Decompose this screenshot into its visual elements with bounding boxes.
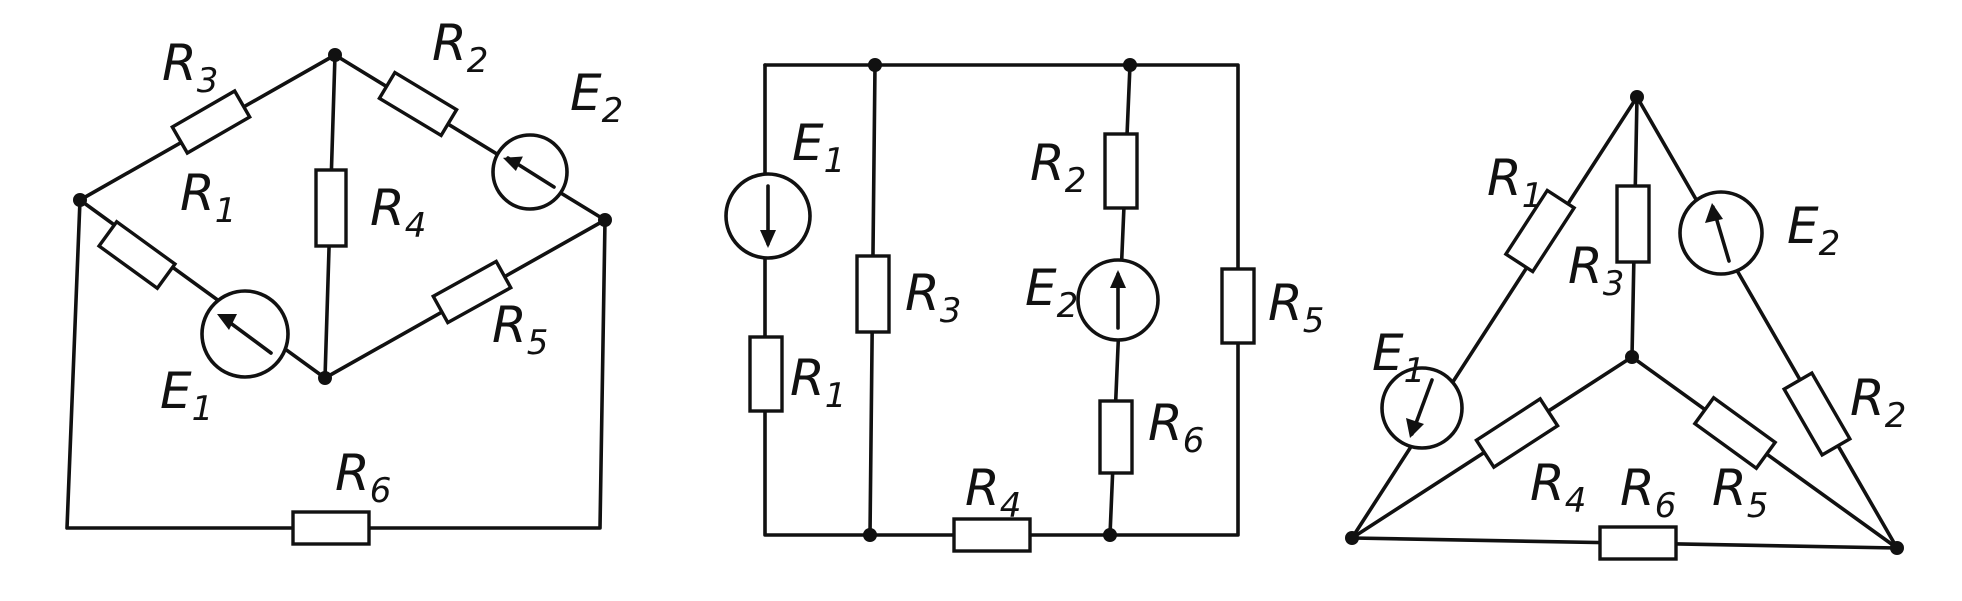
c1-label-e1: E1 <box>160 362 213 429</box>
c3-wire-r1-e1-branch <box>1350 95 1639 540</box>
c3-label-e1: E1 <box>1372 324 1425 391</box>
c2-resistor-r5 <box>1220 267 1256 345</box>
c2-node-top-right <box>1123 58 1137 72</box>
c2-label-r6: R6 <box>1148 394 1204 461</box>
c3-label-r4: R4 <box>1530 454 1586 521</box>
c1-label-r5: R5 <box>492 296 548 363</box>
c1-label-r3: R3 <box>162 34 218 101</box>
c3-source-e1 <box>1380 366 1464 450</box>
c2-label-r5: R5 <box>1268 274 1324 341</box>
c3-node-bottom-left <box>1345 531 1359 545</box>
c3-resistor-r5 <box>1692 395 1778 471</box>
c2-label-e1: E1 <box>792 114 845 181</box>
c1-node-bottom <box>318 371 332 385</box>
c2-resistor-r3 <box>855 254 891 334</box>
c2-resistor-r6 <box>1098 399 1134 475</box>
c3-resistor-r6 <box>1598 525 1678 561</box>
c3-wire-e2-r2-branch <box>1635 95 1899 550</box>
circuit-2: E1 R1 R3 R2 E2 R6 R5 R4 <box>724 58 1324 553</box>
circuit-3: R1 R3 E2 E1 R2 R4 R6 R5 <box>1345 90 1906 561</box>
c3-source-e2 <box>1678 190 1764 276</box>
c2-label-r4: R4 <box>965 459 1021 526</box>
c1-node-top <box>328 48 342 62</box>
c1-node-right <box>598 213 612 227</box>
c1-label-e2: E2 <box>570 64 623 131</box>
c2-source-e1 <box>724 172 812 260</box>
c1-source-e1 <box>200 289 290 379</box>
c2-label-r2: R2 <box>1030 134 1086 201</box>
c2-label-r3: R3 <box>905 264 961 331</box>
c1-resistor-r3 <box>170 88 252 156</box>
c2-resistor-r1 <box>748 335 784 413</box>
c3-resistor-r3 <box>1615 184 1651 264</box>
circuit-1: R3 R2 E2 R1 R4 R5 E1 R6 <box>65 14 623 546</box>
c3-node-bottom-right <box>1890 541 1904 555</box>
c2-resistor-r4 <box>952 517 1032 553</box>
c1-resistor-r2 <box>377 70 459 138</box>
c3-node-center <box>1625 350 1639 364</box>
c1-resistor-r6 <box>291 510 371 546</box>
c3-node-top <box>1630 90 1644 104</box>
c3-label-r1: R1 <box>1487 149 1543 216</box>
c3-resistor-r2 <box>1781 370 1853 458</box>
c2-source-e2 <box>1076 258 1160 342</box>
c3-label-r6: R6 <box>1620 459 1676 526</box>
c2-label-e2: E2 <box>1025 259 1078 326</box>
c2-label-r1: R1 <box>790 349 846 416</box>
c3-label-r2: R2 <box>1850 369 1906 436</box>
c3-label-e2: E2 <box>1787 197 1840 264</box>
c2-node-top-left <box>868 58 882 72</box>
c3-resistor-r1 <box>1503 188 1577 274</box>
c1-resistor-r4 <box>314 168 348 248</box>
c1-label-r4: R4 <box>370 179 426 246</box>
c1-resistor-r5 <box>430 259 514 325</box>
c3-resistor-r4 <box>1474 396 1560 470</box>
c3-label-r5: R5 <box>1712 459 1768 526</box>
c1-label-r2: R2 <box>432 14 488 81</box>
c2-node-bottom-right <box>1103 528 1117 542</box>
c1-label-r6: R6 <box>335 444 391 511</box>
c2-wire-outer-right <box>763 63 1240 537</box>
c1-label-r1: R1 <box>180 164 236 231</box>
c1-node-left <box>73 193 87 207</box>
c1-resistor-r1 <box>96 219 178 291</box>
c2-resistor-r2 <box>1103 132 1139 210</box>
c1-source-e2 <box>491 133 569 211</box>
c3-label-r3: R3 <box>1568 237 1624 304</box>
c2-node-bottom-left <box>863 528 877 542</box>
